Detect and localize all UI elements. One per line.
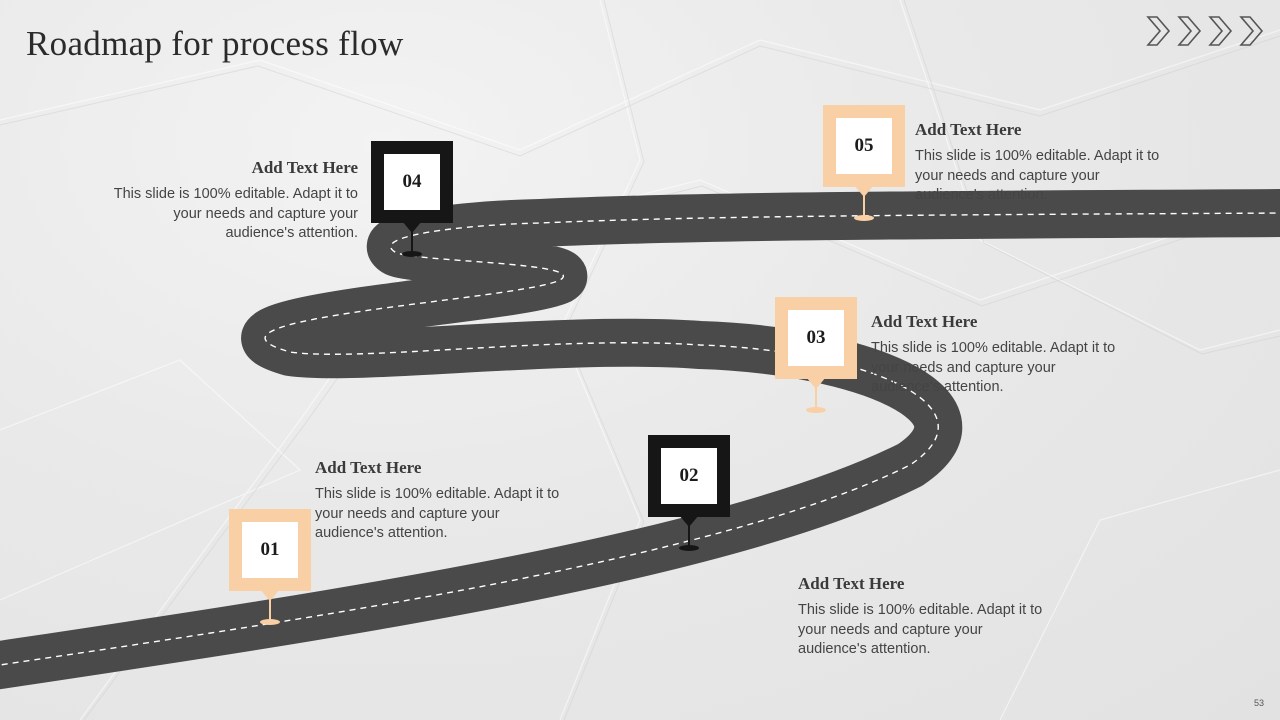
marker-base bbox=[854, 215, 874, 221]
step-heading: Add Text Here bbox=[915, 120, 1022, 139]
step-number: 02 bbox=[661, 448, 717, 504]
step-text-05: Add Text Here This slide is 100% editabl… bbox=[915, 120, 1165, 206]
chevron-right-icon bbox=[1239, 16, 1264, 46]
step-text-03: Add Text Here This slide is 100% editabl… bbox=[871, 312, 1121, 398]
marker-base bbox=[679, 545, 699, 551]
road-center-dashes bbox=[0, 212, 1280, 666]
marker-base bbox=[806, 407, 826, 413]
step-number: 01 bbox=[242, 522, 298, 578]
marker-base bbox=[402, 251, 422, 257]
marker-stem bbox=[688, 525, 690, 547]
step-description: This slide is 100% editable. Adapt it to… bbox=[798, 602, 1043, 657]
marker-stem bbox=[269, 599, 271, 621]
page-number: 53 bbox=[1253, 698, 1264, 708]
step-heading: Add Text Here bbox=[871, 312, 978, 331]
chevron-right-icon bbox=[1146, 16, 1171, 46]
step-description: This slide is 100% editable. Adapt it to… bbox=[315, 486, 560, 541]
step-heading: Add Text Here bbox=[315, 458, 422, 477]
slide-title: Roadmap for process flow bbox=[26, 24, 404, 63]
chevron-right-icon bbox=[1177, 16, 1202, 46]
marker-pointer bbox=[806, 377, 826, 389]
step-text-02: Add Text Here This slide is 100% editabl… bbox=[798, 574, 1048, 660]
marker-pointer bbox=[402, 221, 422, 233]
chevron-right-icon bbox=[1208, 16, 1233, 46]
marker-pointer bbox=[260, 589, 280, 601]
marker-base bbox=[260, 619, 280, 625]
step-heading: Add Text Here bbox=[798, 574, 905, 593]
road-surface bbox=[0, 189, 1280, 690]
step-marker-02: 02 bbox=[648, 435, 730, 555]
step-number: 04 bbox=[384, 154, 440, 210]
step-marker-04: 04 bbox=[371, 141, 453, 261]
step-marker-01: 01 bbox=[229, 509, 311, 629]
step-description: This slide is 100% editable. Adapt it to… bbox=[915, 148, 1160, 203]
marker-stem bbox=[815, 387, 817, 409]
step-text-04: Add Text Here This slide is 100% editabl… bbox=[110, 158, 358, 244]
marker-pointer bbox=[679, 515, 699, 527]
step-description: This slide is 100% editable. Adapt it to… bbox=[871, 340, 1116, 395]
marker-stem bbox=[863, 195, 865, 217]
step-description: This slide is 100% editable. Adapt it to… bbox=[113, 186, 358, 241]
step-number: 05 bbox=[836, 118, 892, 174]
chevron-right-icon bbox=[1146, 16, 1264, 46]
marker-stem bbox=[411, 231, 413, 253]
marker-pointer bbox=[854, 185, 874, 197]
step-marker-05: 05 bbox=[823, 105, 905, 225]
step-heading: Add Text Here bbox=[251, 158, 358, 177]
step-text-01: Add Text Here This slide is 100% editabl… bbox=[315, 458, 565, 544]
step-marker-03: 03 bbox=[775, 297, 857, 417]
step-number: 03 bbox=[788, 310, 844, 366]
